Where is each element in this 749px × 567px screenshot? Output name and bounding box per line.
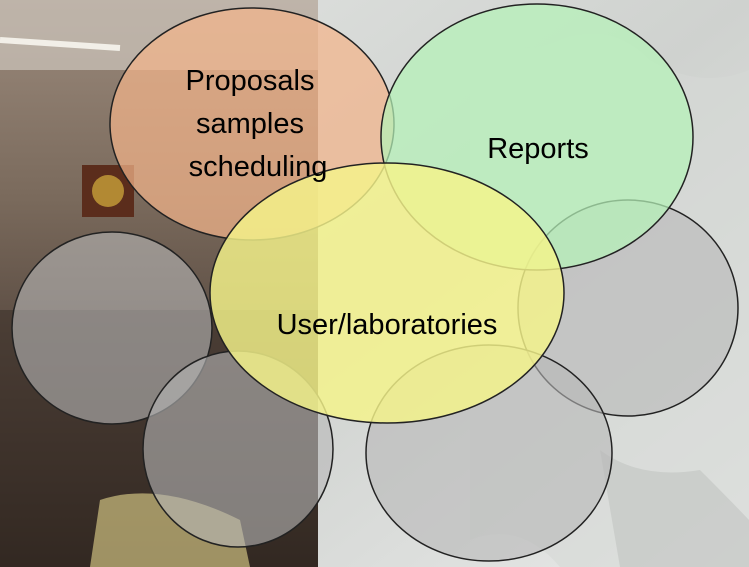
center-label: User/laboratories	[277, 309, 498, 341]
proposals-label-line2: samples	[196, 108, 304, 140]
proposals-label-line3: scheduling	[189, 151, 328, 183]
gray-circle-left	[11, 231, 213, 425]
user-laboratories-circle	[209, 162, 565, 424]
map-coast	[600, 450, 749, 567]
reports-label: Reports	[487, 133, 589, 165]
ceiling-light	[0, 37, 121, 51]
proposals-label-line1: Proposals	[186, 65, 315, 97]
painting-ornament	[92, 175, 124, 207]
